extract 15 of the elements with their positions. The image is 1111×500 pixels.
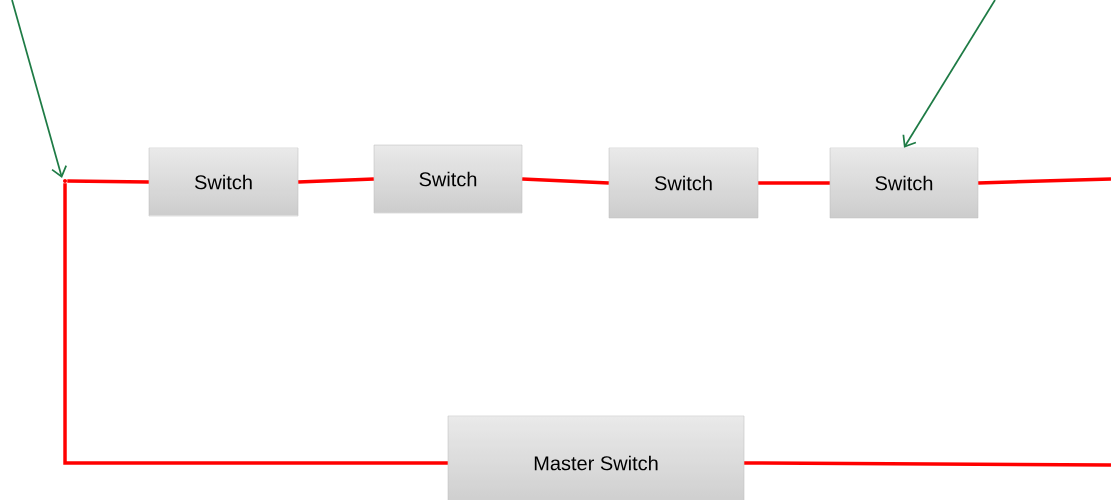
wire <box>758 181 830 185</box>
switch-box: Switch <box>373 144 523 214</box>
wire <box>298 177 374 184</box>
arrow <box>902 0 996 148</box>
switch-box: Master Switch <box>447 415 745 500</box>
switch-box: Switch <box>608 147 759 219</box>
wire <box>978 177 1111 185</box>
wire <box>63 183 448 465</box>
wire <box>522 177 609 185</box>
wire <box>67 179 149 184</box>
switch-box: Switch <box>148 147 299 217</box>
switch-box: Switch <box>829 147 979 219</box>
wire-corner <box>63 179 67 183</box>
wire <box>744 461 1111 467</box>
arrow <box>11 0 68 178</box>
